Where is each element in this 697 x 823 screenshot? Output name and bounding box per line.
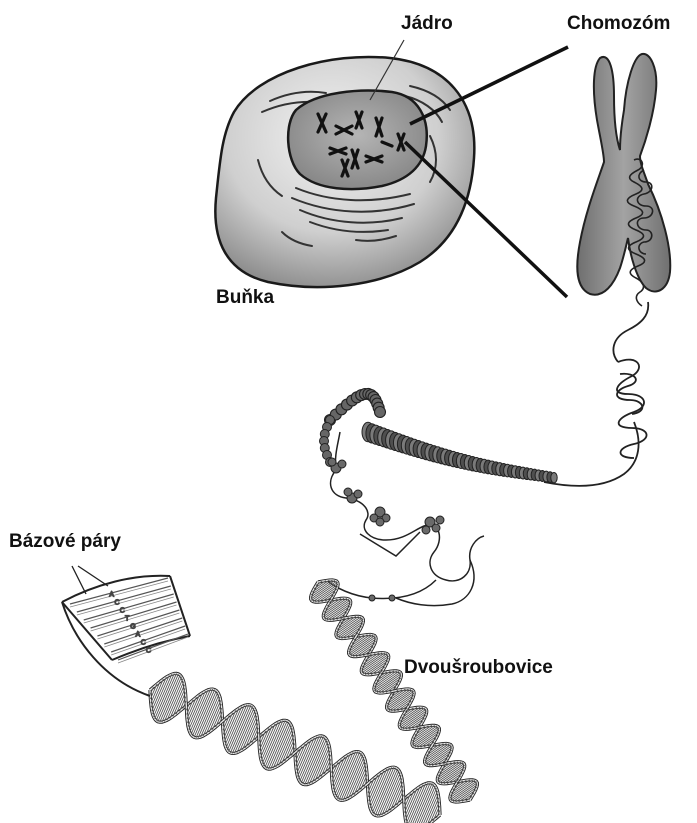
label-double-helix: Dvoušroubovice: [404, 657, 553, 679]
chromosome-body: [577, 54, 670, 295]
ladder-rung: [118, 637, 188, 663]
nucleosome-clusters: [328, 458, 444, 601]
base-letter: A: [135, 632, 140, 639]
solenoid-bead: [375, 407, 386, 418]
base-letter: G: [130, 624, 135, 631]
base-letter: C: [146, 648, 151, 655]
chromatin-fiber: [544, 302, 648, 486]
label-chromosome: Chomozóm: [567, 13, 670, 35]
base-letter: A: [109, 592, 114, 599]
chromosome: [577, 54, 670, 306]
base-pair-ladder: ACCTGACC: [62, 576, 190, 696]
solenoid: [320, 388, 558, 482]
base-letter: C: [141, 640, 146, 647]
label-base-pairs: Bázové páry: [9, 531, 121, 553]
label-nucleus: Jádro: [401, 13, 453, 35]
label-cell: Buňka: [216, 287, 274, 309]
base-letter: C: [114, 600, 119, 607]
base-letter: C: [120, 608, 125, 615]
solenoid-bead: [551, 472, 557, 482]
nucleus: [288, 91, 427, 190]
base-letter: T: [125, 616, 130, 623]
